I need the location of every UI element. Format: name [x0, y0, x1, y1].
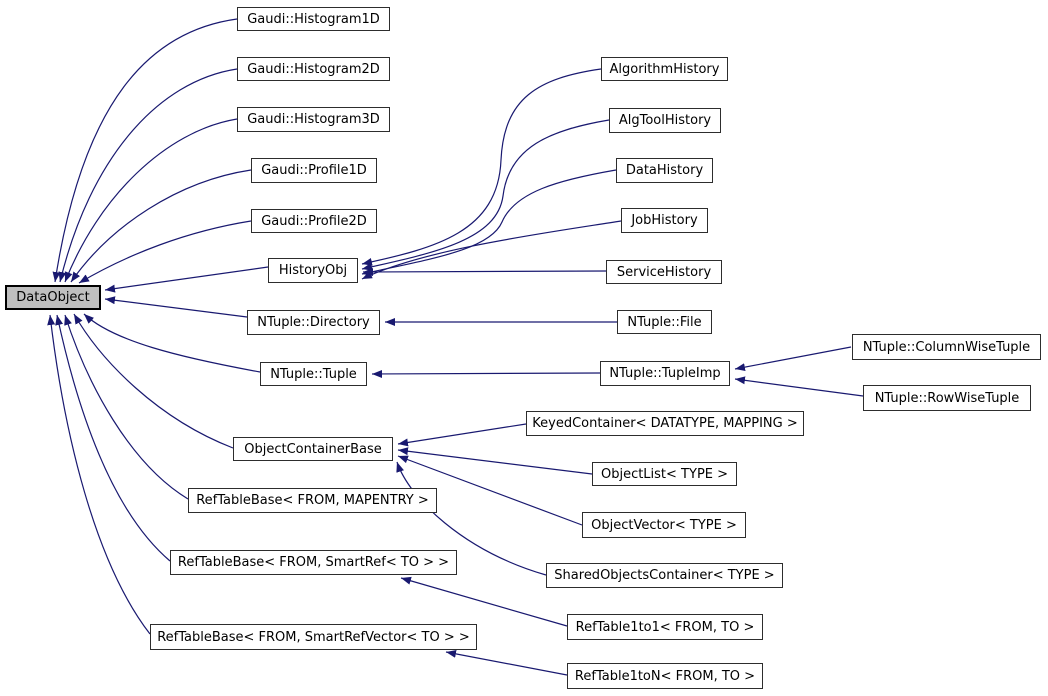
node-ntuple-rowwisetuple[interactable]: NTuple::RowWiseTuple [863, 385, 1031, 411]
edge-reftable1to1-reftablebase-smartref [400, 576, 568, 627]
node-gaudi-histogram1d[interactable]: Gaudi::Histogram1D [237, 7, 390, 31]
node-dataobject[interactable]: DataObject [5, 285, 101, 310]
node-reftablebase-smartrefvector[interactable]: RefTableBase< FROM, SmartRefVector< TO >… [150, 624, 477, 650]
edge-ntuple-tuple-dataobject [83, 313, 261, 373]
node-algtoolhistory[interactable]: AlgToolHistory [609, 108, 721, 133]
edge-reftablebase-smartrefvector-dataobject [47, 314, 151, 635]
edge-jobhistory-historyobj [361, 220, 622, 280]
edge-ntuple-directory-dataobject [104, 296, 248, 318]
edge-sharedobjectscontainer-objectcontainerbase [396, 461, 547, 576]
node-ntuple-columnwisetuple[interactable]: NTuple::ColumnWiseTuple [852, 334, 1041, 360]
node-reftable1to1[interactable]: RefTable1to1< FROM, TO > [567, 614, 763, 640]
edge-servicehistory-historyobj [362, 267, 607, 276]
node-objectlist[interactable]: ObjectList< TYPE > [592, 462, 737, 486]
edge-reftable1ton-reftablebase-smartrefvector [445, 649, 568, 676]
node-reftable1ton[interactable]: RefTable1toN< FROM, TO > [567, 663, 763, 689]
node-gaudi-profile2d[interactable]: Gaudi::Profile2D [251, 209, 377, 233]
node-objectcontainerbase[interactable]: ObjectContainerBase [233, 437, 393, 461]
edge-reftablebase-smartref-dataobject [55, 314, 171, 562]
node-sharedobjectscontainer[interactable]: SharedObjectsContainer< TYPE > [546, 563, 783, 588]
edge-histogram3d-dataobject [64, 118, 238, 283]
edge-ntuple-rowwisetuple-ntuple-tupleimp [734, 376, 864, 397]
edge-objectvector-objectcontainerbase [397, 455, 583, 526]
node-objectvector[interactable]: ObjectVector< TYPE > [582, 512, 746, 538]
edge-algorithmhistory-historyobj [361, 68, 602, 266]
node-keyedcontainer[interactable]: KeyedContainer< DATATYPE, MAPPING > [526, 411, 804, 436]
edge-ntuple-tupleimp-ntuple-tuple [371, 369, 601, 378]
edge-reftablebase-mapentry-dataobject [64, 314, 189, 500]
node-gaudi-histogram3d[interactable]: Gaudi::Histogram3D [237, 107, 390, 132]
edge-profile1d-dataobject [70, 169, 252, 283]
edge-objectcontainerbase-dataobject [73, 313, 234, 449]
edge-datahistory-historyobj [361, 169, 617, 276]
edge-ntuple-columnwisetuple-ntuple-tupleimp [734, 346, 852, 372]
edge-algtoolhistory-historyobj [361, 119, 610, 271]
edge-histogram1d-dataobject [52, 18, 238, 283]
node-servicehistory[interactable]: ServiceHistory [606, 260, 722, 284]
node-reftablebase-smartref[interactable]: RefTableBase< FROM, SmartRef< TO > > [170, 550, 457, 575]
node-ntuple-file[interactable]: NTuple::File [617, 310, 712, 334]
node-ntuple-directory[interactable]: NTuple::Directory [247, 310, 380, 335]
node-reftablebase-mapentry[interactable]: RefTableBase< FROM, MAPENTRY > [188, 488, 437, 513]
node-gaudi-histogram2d[interactable]: Gaudi::Histogram2D [237, 57, 390, 81]
node-ntuple-tuple[interactable]: NTuple::Tuple [260, 362, 367, 386]
edge-profile2d-dataobject [78, 220, 252, 284]
node-ntuple-tupleimp[interactable]: NTuple::TupleImp [600, 361, 730, 386]
edge-histogram2d-dataobject [58, 68, 238, 283]
node-jobhistory[interactable]: JobHistory [621, 208, 708, 233]
node-algorithmhistory[interactable]: AlgorithmHistory [601, 57, 728, 81]
node-datahistory[interactable]: DataHistory [616, 158, 713, 183]
edge-objectlist-objectcontainerbase [397, 447, 593, 475]
edge-historyobj-dataobject [104, 266, 269, 293]
edge-keyedcontainer-objectcontainerbase [397, 423, 527, 447]
node-gaudi-profile1d[interactable]: Gaudi::Profile1D [251, 158, 377, 183]
node-historyobj[interactable]: HistoryObj [268, 258, 358, 283]
